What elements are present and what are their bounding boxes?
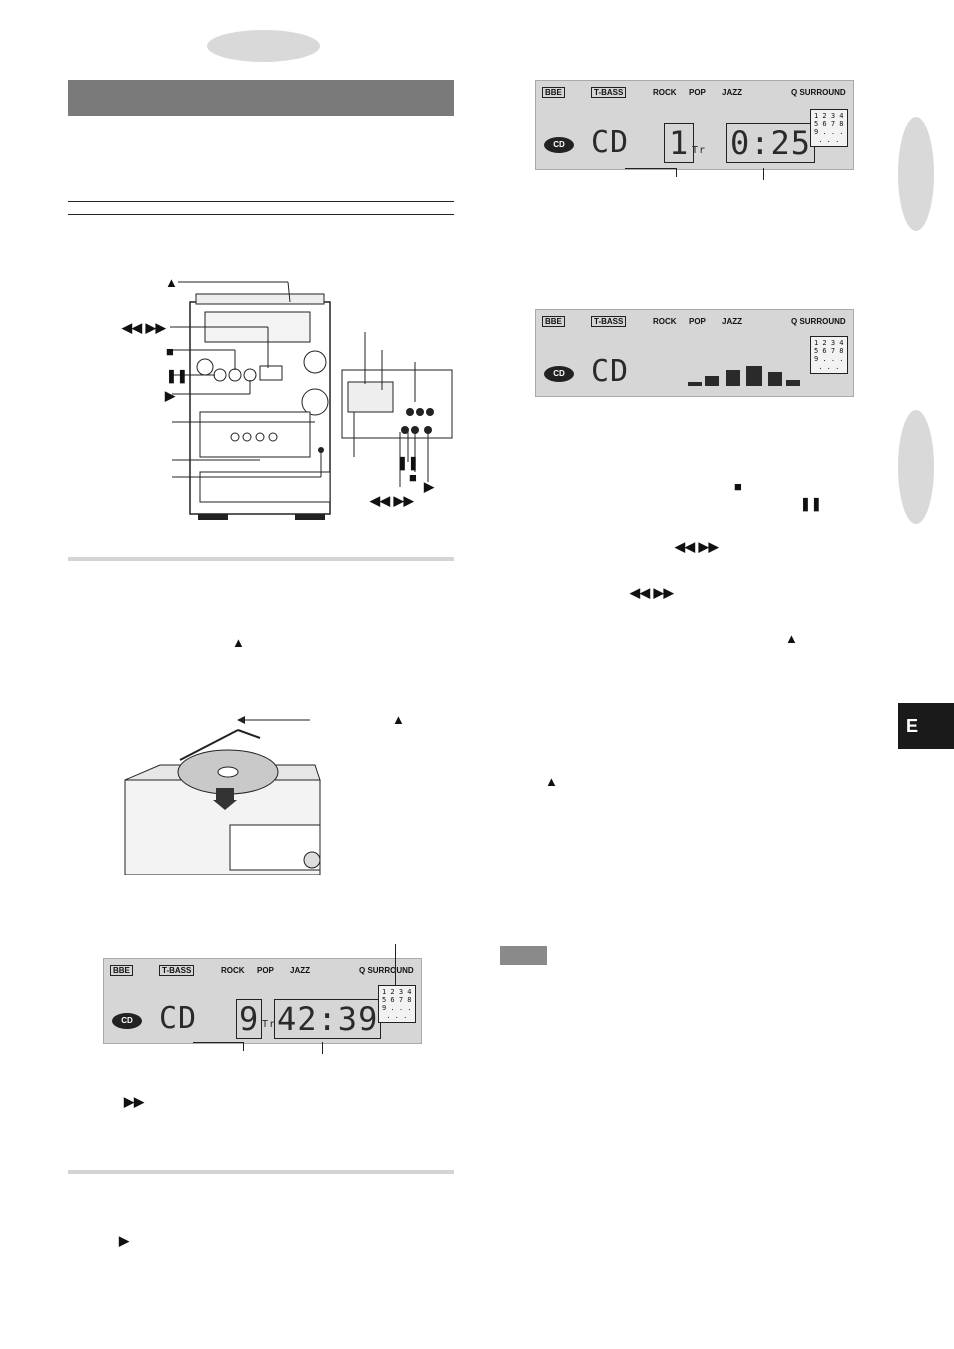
pop-indicator: POP bbox=[689, 88, 706, 97]
section-band-2 bbox=[68, 1170, 454, 1174]
jazz-indicator: JAZZ bbox=[722, 317, 742, 326]
surround-indicator: Q SURROUND bbox=[791, 88, 846, 97]
level-meter bbox=[688, 366, 800, 386]
language-tab[interactable]: E bbox=[898, 703, 954, 749]
jazz-indicator: JAZZ bbox=[290, 966, 310, 975]
callout-d3-track bbox=[193, 1042, 244, 1051]
ff-inline-1: ▶▶ bbox=[124, 1094, 144, 1109]
lcd-display-3: BBE T-BASS ROCK POP JAZZ Q SURROUND CD C… bbox=[103, 958, 422, 1044]
disc-grid: 1 2 3 4 5 6 7 8 9 . . . . . . bbox=[378, 985, 416, 1023]
tbass-indicator: T-BASS bbox=[591, 316, 627, 327]
play-inline-1: ▶ bbox=[119, 1233, 129, 1248]
source-readout: CD bbox=[159, 1001, 198, 1036]
elapsed-time: 0:25 bbox=[726, 123, 816, 163]
eject-inline-4: ▲ bbox=[545, 774, 558, 789]
callout-d3-disc bbox=[395, 944, 397, 986]
lcd-display-1: BBE T-BASS ROCK POP JAZZ Q SURROUND CD C… bbox=[535, 80, 854, 170]
skip-inline-2: ◀◀ ▶▶ bbox=[630, 585, 674, 600]
eject-label: ▲ bbox=[165, 275, 178, 290]
cd-logo-icon: CD bbox=[544, 137, 574, 153]
note-badge bbox=[500, 946, 547, 965]
section-title-bar bbox=[68, 80, 454, 116]
elapsed-time: 42:39 bbox=[274, 999, 382, 1039]
pause-label: ❚❚ bbox=[166, 368, 188, 383]
callout-d3-time bbox=[322, 1042, 324, 1054]
tbass-indicator: T-BASS bbox=[591, 87, 627, 98]
bbe-indicator: BBE bbox=[110, 965, 133, 976]
cd-logo-icon: CD bbox=[112, 1013, 142, 1029]
rock-indicator: ROCK bbox=[653, 317, 677, 326]
skip-label: ◀◀ ▶▶ bbox=[122, 320, 166, 335]
rock-indicator: ROCK bbox=[653, 88, 677, 97]
disc-grid: 1 2 3 4 5 6 7 8 9 . . . . . . bbox=[810, 336, 848, 374]
bbe-indicator: BBE bbox=[542, 87, 565, 98]
side-oval-lower bbox=[898, 410, 934, 524]
lcd-display-2: BBE T-BASS ROCK POP JAZZ Q SURROUND CD C… bbox=[535, 309, 854, 397]
play-label: ▶ bbox=[165, 388, 175, 403]
eject-inline-3: ▲ bbox=[785, 631, 798, 646]
cd-loading-illustration bbox=[120, 710, 420, 876]
divider-bottom bbox=[68, 214, 454, 215]
cd-logo-icon: CD bbox=[544, 366, 574, 382]
bbe-indicator: BBE bbox=[542, 316, 565, 327]
side-oval-upper bbox=[898, 117, 934, 231]
source-readout: CD bbox=[591, 125, 630, 160]
pause-inline-1: ❚❚ bbox=[800, 496, 822, 511]
tbass-indicator: T-BASS bbox=[159, 965, 195, 976]
eject-inline-1: ▲ bbox=[232, 635, 245, 650]
disc-grid: 1 2 3 4 5 6 7 8 9 . . . . . . bbox=[810, 109, 848, 147]
section-band-1 bbox=[68, 557, 454, 561]
track-number: 1 bbox=[664, 123, 695, 163]
skip-inline-1: ◀◀ ▶▶ bbox=[675, 539, 719, 554]
stop-inline-1: ■ bbox=[734, 479, 742, 494]
remote-play-label: ▶ bbox=[424, 479, 434, 494]
device-diagram bbox=[110, 272, 460, 522]
surround-indicator: Q SURROUND bbox=[359, 966, 414, 975]
jazz-indicator: JAZZ bbox=[722, 88, 742, 97]
source-readout: CD bbox=[591, 354, 630, 389]
eject-inline-2: ▲ bbox=[392, 712, 405, 727]
remote-stop-label: ■ bbox=[409, 470, 417, 485]
pop-indicator: POP bbox=[689, 317, 706, 326]
pop-indicator: POP bbox=[257, 966, 274, 975]
section-oval bbox=[207, 30, 320, 62]
track-number: 9 bbox=[236, 999, 263, 1039]
stop-label: ■ bbox=[166, 344, 174, 359]
remote-pause-label: ❚❚ bbox=[397, 455, 419, 470]
stereo-unit-illustration bbox=[170, 281, 453, 520]
remote-skip-label: ◀◀ ▶▶ bbox=[370, 493, 414, 508]
callout-d1-time bbox=[763, 168, 765, 180]
track-suffix: Tr bbox=[692, 145, 707, 156]
callout-d1-track bbox=[625, 168, 677, 177]
track-suffix: Tr bbox=[262, 1019, 277, 1030]
divider-top bbox=[68, 201, 454, 202]
surround-indicator: Q SURROUND bbox=[791, 317, 846, 326]
rock-indicator: ROCK bbox=[221, 966, 245, 975]
